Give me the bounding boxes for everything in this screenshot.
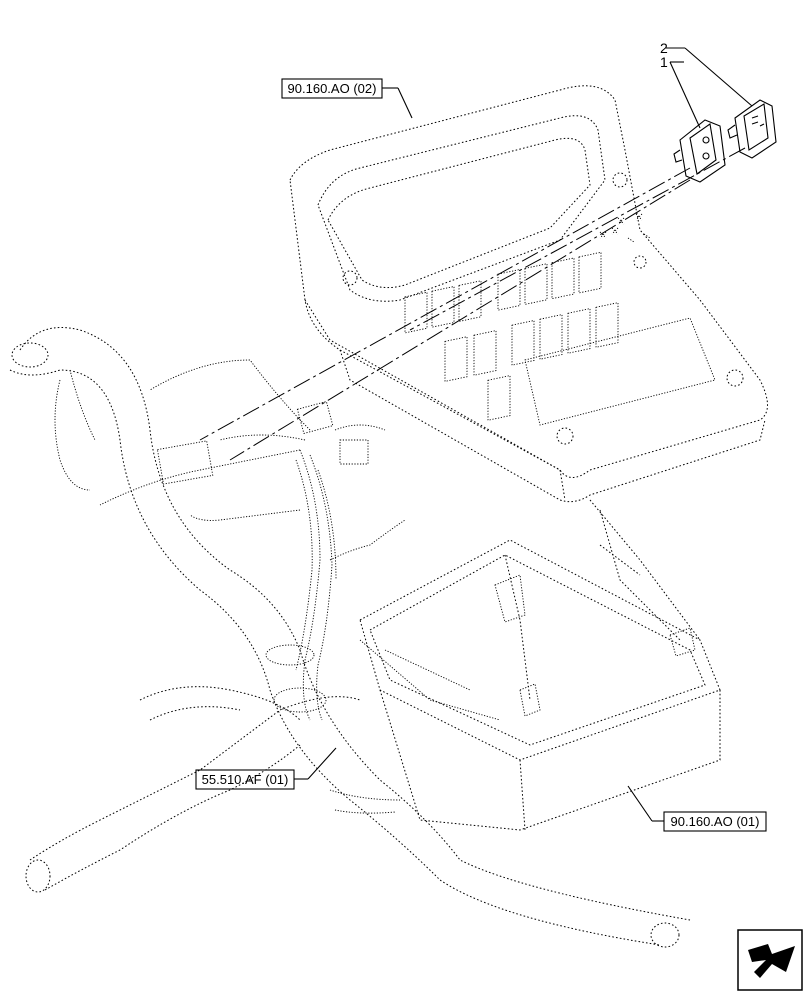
- callout-lower-console-text: 90.160.AO (01): [671, 814, 760, 829]
- callout-upper-console[interactable]: 90.160.AO (02): [281, 78, 383, 99]
- callout-upper-leader-2: [397, 87, 413, 119]
- lower-console-frame: [359, 499, 721, 831]
- callout-lower-leader-2: [627, 785, 653, 822]
- item-leaders: [666, 47, 753, 129]
- callout-harness-text: 55.510.AF (01): [202, 772, 289, 787]
- upper-console-panel: [289, 85, 768, 503]
- item-1-leader: [669, 61, 701, 129]
- switch-cutouts: [404, 251, 716, 426]
- switch-item-1: [673, 119, 726, 183]
- callout-harness-leader-2: [307, 747, 337, 780]
- mounting-lines: [199, 147, 746, 461]
- indicator-symbols: [599, 213, 651, 243]
- callout-harness[interactable]: 55.510.AF (01): [195, 769, 295, 790]
- wiring-harness: [9, 327, 691, 948]
- switch-item-2: [727, 99, 777, 159]
- callout-lower-console[interactable]: 90.160.AO (01): [663, 811, 767, 832]
- callout-upper-console-text: 90.160.AO (02): [288, 81, 377, 96]
- item-number-1: 1: [660, 54, 668, 70]
- item-number-2: 2: [660, 40, 668, 56]
- item-2-leader: [684, 47, 753, 107]
- next-page-arrow-icon[interactable]: [737, 929, 803, 991]
